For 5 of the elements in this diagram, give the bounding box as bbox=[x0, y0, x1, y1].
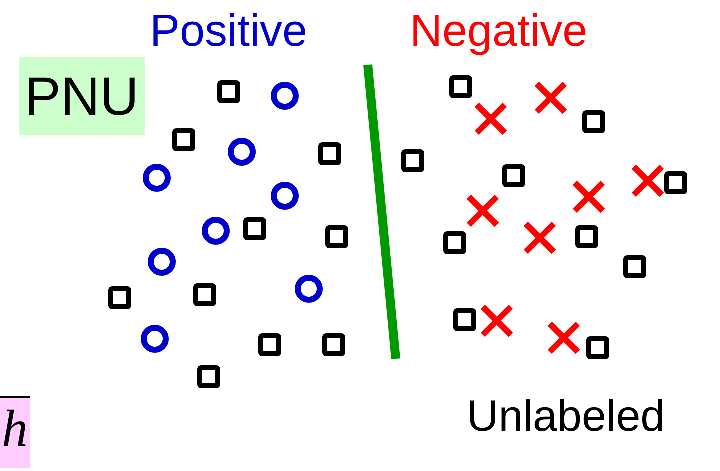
class-heading: Negative bbox=[410, 8, 588, 53]
setting-tag: PNU bbox=[19, 57, 146, 135]
math-symbol: h bbox=[0, 396, 30, 468]
class-heading: Unlabeled bbox=[467, 395, 666, 439]
class-heading: Positive bbox=[150, 8, 308, 53]
